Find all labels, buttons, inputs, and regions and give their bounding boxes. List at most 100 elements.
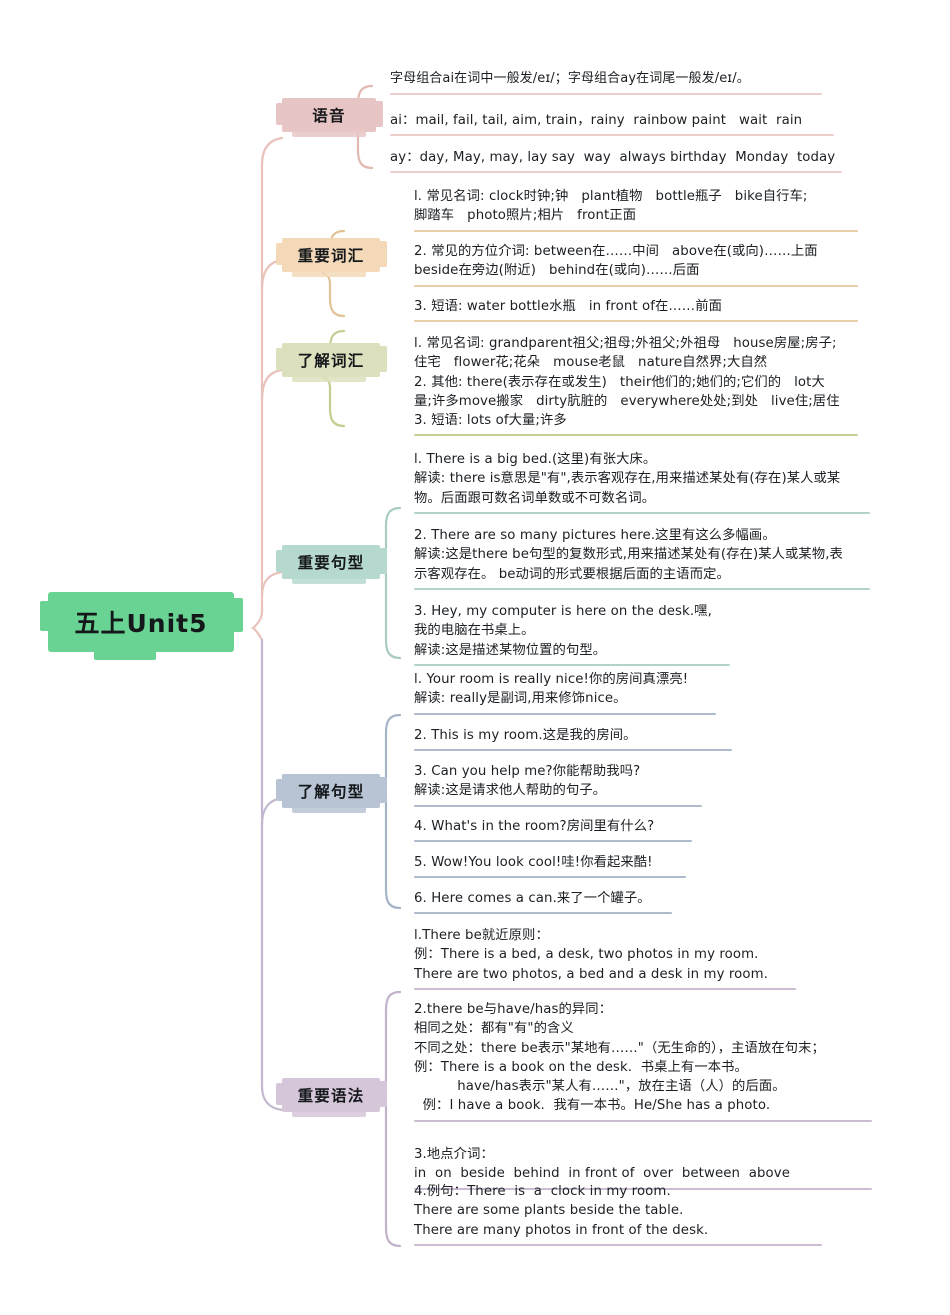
key-sentence-item-2: 2. There are so many pictures here.这里有这么…	[414, 526, 874, 590]
separator	[414, 434, 858, 437]
item-line: 解读:这是请求他人帮助的句子。	[414, 783, 607, 799]
center-node[interactable]: 五上Unit5	[40, 592, 243, 660]
phonetics-item-2: ay：day, May, may, lay say way always bir…	[390, 148, 860, 174]
key-sentence-item-3: 3. Hey, my computer is here on the desk.…	[414, 602, 874, 666]
separator	[414, 1119, 872, 1122]
item-line: 相同之处：都有"有"的含义	[414, 1021, 574, 1037]
key-grammar-item-3: 3.地点介词： in on beside behind in front of …	[414, 1145, 884, 1190]
branch-label-learn-vocab[interactable]: 了解词汇	[276, 343, 387, 382]
item-line: 3. Can you help me?你能帮助我吗?	[414, 764, 641, 779]
branch-label-text: 了解句型	[297, 783, 365, 801]
item-line: 2. 常见的方位介词: between在……中间 above在(或向)……上面	[414, 244, 818, 259]
item-line: l. 常见名词: grandparent祖父;祖母;外祖父;外祖母 house房…	[414, 336, 837, 351]
item-line: There are two photos, a bed and a desk i…	[414, 966, 769, 982]
item-line: 例：I have a book. 我有一本书。He/She has a phot…	[414, 1098, 771, 1114]
item-line: have/has表示"某人有……"，放在主语（人）的后面。	[414, 1079, 786, 1095]
separator	[414, 587, 870, 590]
branch-label-highlight	[276, 98, 383, 132]
item-line: 示客观存在。 be动词的形式要根据后面的主语而定。	[414, 566, 730, 582]
separator	[414, 1243, 822, 1246]
item-line: 解读:这是描述某物位置的句型。	[414, 642, 607, 658]
item-line: 4. What's in the room?房间里有什么?	[414, 819, 655, 834]
center-node-highlight-tail	[94, 648, 156, 660]
branch-label-highlight-tail	[292, 270, 366, 277]
separator	[414, 712, 716, 715]
branch-label-highlight	[276, 774, 387, 808]
item-line: 住宅 flower花;花朵 mouse老鼠 nature自然界;大自然	[414, 355, 768, 371]
learn-sentence-item-5: 5. Wow!You look cool!哇!你看起来酷!	[414, 853, 874, 879]
item-line: l.There be就近原则：	[414, 928, 549, 943]
item-line: 3. 短语: lots of大量;许多	[414, 413, 567, 429]
branch-label-key-grammar[interactable]: 重要语法	[276, 1078, 387, 1117]
separator	[390, 92, 822, 95]
separator	[414, 1187, 872, 1190]
item-line: 5. Wow!You look cool!哇!你看起来酷!	[414, 855, 653, 870]
item-line: 2.there be与have/has的异同：	[414, 1002, 613, 1017]
item-line: 解读: there is意思是"有",表示客观存在,用来描述某处有(存在)某人或…	[414, 471, 841, 487]
center-node-title: 五上Unit5	[74, 609, 208, 638]
item-line: 我的电脑在书桌上。	[414, 623, 535, 639]
learn-sentence-item-6: 6. Here comes a can.来了一个罐子。	[414, 889, 874, 915]
item-line: 6. Here comes a can.来了一个罐子。	[414, 891, 651, 906]
branch-label-phonetics[interactable]: 语音	[276, 98, 383, 137]
separator	[414, 284, 858, 287]
key-sentence-item-1: l. There is a big bed.(这里)有张大床。 解读: ther…	[414, 450, 874, 514]
branch-label-learn-sentence[interactable]: 了解句型	[276, 774, 387, 813]
item-line: 3.地点介词：	[414, 1147, 494, 1162]
item-line: ai：mail, fail, tail, aim, train，rainy ra…	[390, 113, 803, 128]
branch-label-highlight-tail	[292, 130, 366, 137]
branch-label-text: 重要句型	[297, 554, 365, 572]
item-line: 物。后面跟可数名词单数或不可数名词。	[414, 490, 656, 506]
key-grammar-item-4: 4.例句：There is a clock in my room. There …	[414, 1182, 884, 1246]
item-line: 4.例句：There is a clock in my room.	[414, 1184, 671, 1199]
item-line: 2. There are so many pictures here.这里有这么…	[414, 528, 776, 543]
branch-label-highlight-tail	[292, 806, 366, 813]
branch-label-text: 重要词汇	[297, 247, 365, 265]
separator	[414, 804, 702, 807]
branch-label-text: 了解词汇	[297, 352, 365, 370]
item-line: 2. This is my room.这是我的房间。	[414, 728, 637, 743]
item-line: 2. 其他: there(表示存在或发生) their他们的;她们的;它们的 l…	[414, 374, 825, 390]
branch-label-highlight	[276, 545, 387, 579]
branch-label-highlight	[276, 1078, 387, 1112]
separator	[414, 320, 858, 323]
separator	[414, 987, 796, 990]
item-line: 解读: really是副词,用来修饰nice。	[414, 691, 627, 707]
item-line: 3. Hey, my computer is here on the desk.…	[414, 604, 712, 619]
key-grammar-item-2: 2.there be与have/has的异同： 相同之处：都有"有"的含义 不同…	[414, 1000, 884, 1122]
phonetics-note: 字母组合ai在词中一般发/eɪ/；字母组合ay在词尾一般发/eɪ/。	[390, 70, 860, 95]
key-grammar-item-1: l.There be就近原则： 例：There is a bed, a desk…	[414, 926, 884, 990]
item-line: 不同之处：there be表示"某地有……"（无生命的），主语放在句末；	[414, 1040, 825, 1056]
learn-sentence-item-1: l. Your room is really nice!你的房间真漂亮! 解读:…	[414, 670, 874, 715]
item-line: l. There is a big bed.(这里)有张大床。	[414, 452, 657, 467]
item-line: There are some plants beside the table.	[414, 1203, 684, 1219]
item-line: 脚踏车 photo照片;相片 front正面	[414, 208, 637, 224]
branch-label-key-vocab[interactable]: 重要词汇	[276, 238, 387, 277]
separator	[414, 511, 870, 514]
learn-vocab-item-1: l. 常见名词: grandparent祖父;祖母;外祖父;外祖母 house房…	[414, 334, 864, 437]
center-node-highlight	[40, 592, 243, 652]
key-vocab-item-1: l. 常见名词: clock时钟;钟 plant植物 bottle瓶子 bike…	[414, 187, 864, 232]
key-vocab-item-3: 3. 短语: water bottle水瓶 in front of在……前面	[414, 297, 864, 323]
item-line: l. 常见名词: clock时钟;钟 plant植物 bottle瓶子 bike…	[414, 189, 808, 204]
learn-sentence-item-3: 3. Can you help me?你能帮助我吗? 解读:这是请求他人帮助的句…	[414, 762, 874, 807]
item-line: in on beside behind in front of over bet…	[414, 1166, 790, 1182]
learn-sentence-item-4: 4. What's in the room?房间里有什么?	[414, 817, 874, 843]
branch-label-key-sentence[interactable]: 重要句型	[276, 545, 387, 584]
separator	[414, 749, 732, 752]
separator	[414, 840, 692, 843]
separator	[414, 229, 858, 232]
separator	[390, 134, 834, 137]
branch-label-highlight-tail	[292, 1110, 366, 1117]
separator	[414, 912, 672, 915]
item-line: l. Your room is really nice!你的房间真漂亮!	[414, 672, 689, 687]
separator	[390, 171, 842, 174]
item-line: 解读:这是there be句型的复数形式,用来描述某处有(存在)某人或某物,表	[414, 547, 843, 563]
branch-label-highlight-tail	[292, 577, 366, 584]
separator	[414, 876, 686, 879]
phonetics-note-line: 字母组合ai在词中一般发/eɪ/；字母组合ay在词尾一般发/eɪ/。	[390, 71, 750, 86]
item-line: 例：There is a book on the desk. 书桌上有一本书。	[414, 1059, 748, 1075]
branch-label-highlight-tail	[292, 375, 366, 382]
item-line: ay：day, May, may, lay say way always bir…	[390, 150, 836, 165]
